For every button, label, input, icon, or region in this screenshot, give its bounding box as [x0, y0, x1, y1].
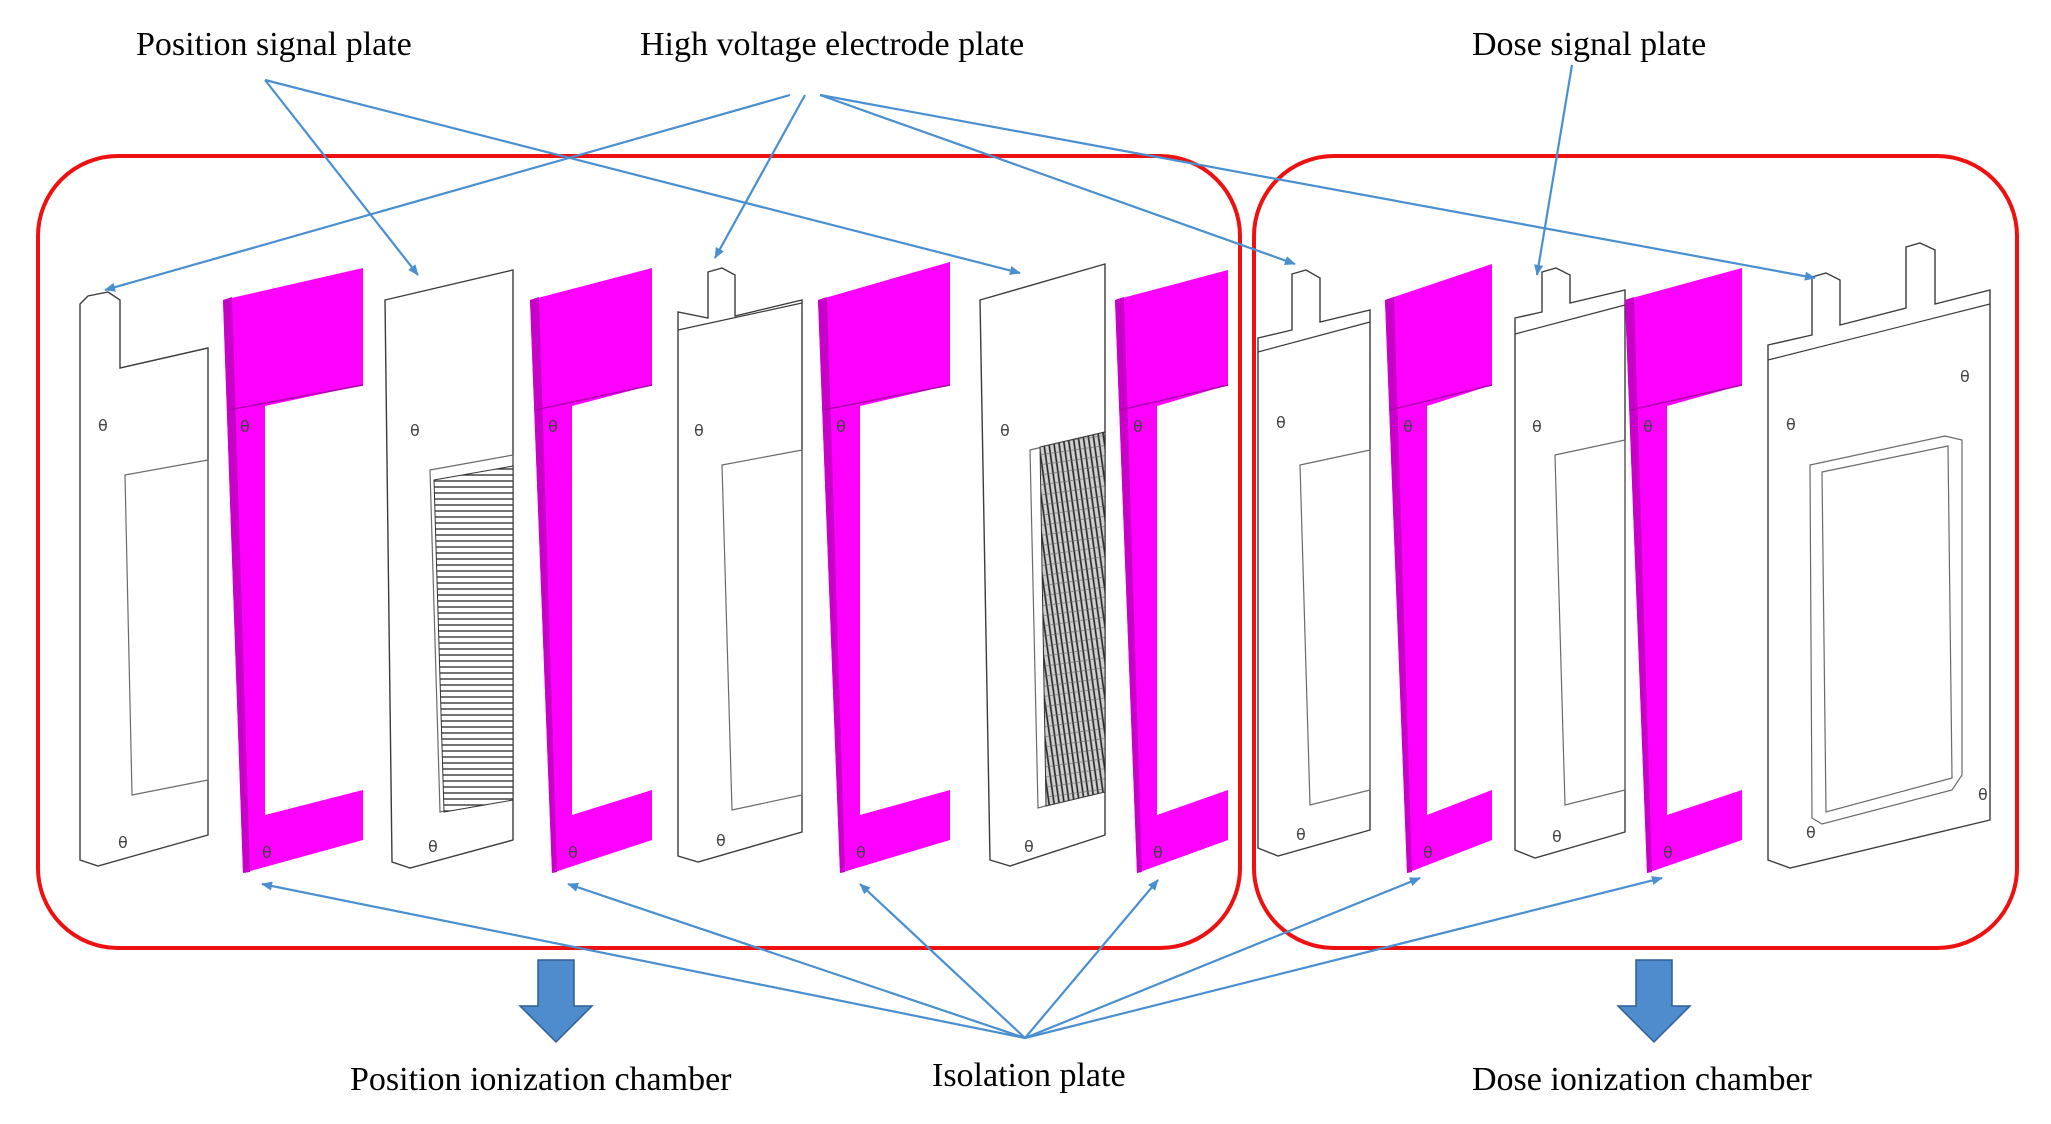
screw-mark: θ	[836, 417, 846, 436]
isolation-plate-6: θ θ	[1625, 268, 1743, 873]
screw-mark: θ	[1806, 823, 1816, 842]
arrow-position-signal-1	[264, 79, 419, 276]
screw-mark: θ	[1643, 417, 1653, 436]
screw-mark: θ	[1960, 367, 1970, 386]
position-signal-plate-vertical: θ θ	[979, 263, 1106, 867]
label-dose-signal-plate: Dose signal plate	[1472, 26, 1706, 63]
position-signal-plate: θ θ	[384, 269, 514, 869]
arrow-dose-signal	[1534, 64, 1574, 276]
screw-mark: θ	[98, 416, 108, 435]
down-arrow-dose-chamber	[1616, 959, 1692, 1044]
screw-mark: θ	[1978, 785, 1988, 804]
label-dose-ionization-chamber: Dose ionization chamber	[1472, 1061, 1813, 1098]
isolation-plate-2: θ θ	[530, 268, 653, 873]
arrow-isolation-5	[1024, 876, 1421, 1040]
isolation-plate-4: θ θ	[1115, 270, 1229, 873]
label-isolation-plate: Isolation plate	[932, 1057, 1126, 1094]
label-high-voltage-electrode-plate: High voltage electrode plate	[640, 26, 1024, 63]
screw-mark: θ	[568, 843, 578, 862]
screw-mark: θ	[1153, 843, 1163, 862]
isolation-plate-3: θ θ	[818, 262, 951, 873]
screw-mark: θ	[1532, 417, 1542, 436]
screw-mark: θ	[240, 417, 250, 436]
screw-mark: θ	[1552, 827, 1562, 846]
screw-mark: θ	[548, 417, 558, 436]
leader-arrows	[104, 64, 1816, 1040]
hv-electrode-plate-1: θ θ	[79, 291, 209, 867]
screw-mark: θ	[1133, 417, 1143, 436]
screw-mark: θ	[1786, 415, 1796, 434]
arrow-isolation-2	[567, 882, 1026, 1040]
arrow-isolation-4	[1024, 879, 1159, 1039]
screw-mark: θ	[1000, 421, 1010, 440]
screw-mark: θ	[262, 843, 272, 862]
label-position-signal-plate: Position signal plate	[136, 26, 412, 63]
arrow-isolation-1	[261, 881, 1026, 1040]
isolation-plate-1: θ θ	[223, 268, 364, 873]
screw-mark: θ	[410, 421, 420, 440]
screw-mark: θ	[1296, 825, 1306, 844]
screw-mark: θ	[856, 843, 866, 862]
position-chamber-outline	[36, 154, 1242, 950]
dose-chamber-outline	[1252, 154, 2019, 950]
arrow-isolation-3	[859, 883, 1026, 1039]
screw-mark: θ	[428, 837, 438, 856]
hv-electrode-plate-4: θ θ θ θ	[1767, 242, 1991, 869]
down-arrow-position-chamber	[518, 959, 594, 1044]
label-position-ionization-chamber: Position ionization chamber	[350, 1061, 732, 1098]
arrow-hv-2	[714, 94, 806, 259]
dose-signal-plate: θ θ	[1514, 267, 1626, 859]
screw-mark: θ	[1403, 417, 1413, 436]
arrow-position-signal-2	[264, 78, 1021, 275]
screw-mark: θ	[716, 831, 726, 850]
arrow-hv-4	[819, 93, 1816, 281]
screw-mark: θ	[1024, 837, 1034, 856]
screw-mark: θ	[1423, 843, 1433, 862]
hv-electrode-plate-3: θ θ	[1257, 269, 1371, 857]
screw-mark: θ	[1276, 413, 1286, 432]
isolation-plate-5: θ θ	[1385, 264, 1493, 873]
arrow-hv-1	[104, 93, 791, 292]
screw-mark: θ	[694, 421, 704, 440]
arrow-isolation-6	[1024, 876, 1663, 1040]
arrow-hv-3	[819, 93, 1296, 266]
hv-electrode-plate-2: θ θ	[677, 267, 803, 863]
screw-mark: θ	[118, 833, 128, 852]
screw-mark: θ	[1663, 843, 1673, 862]
